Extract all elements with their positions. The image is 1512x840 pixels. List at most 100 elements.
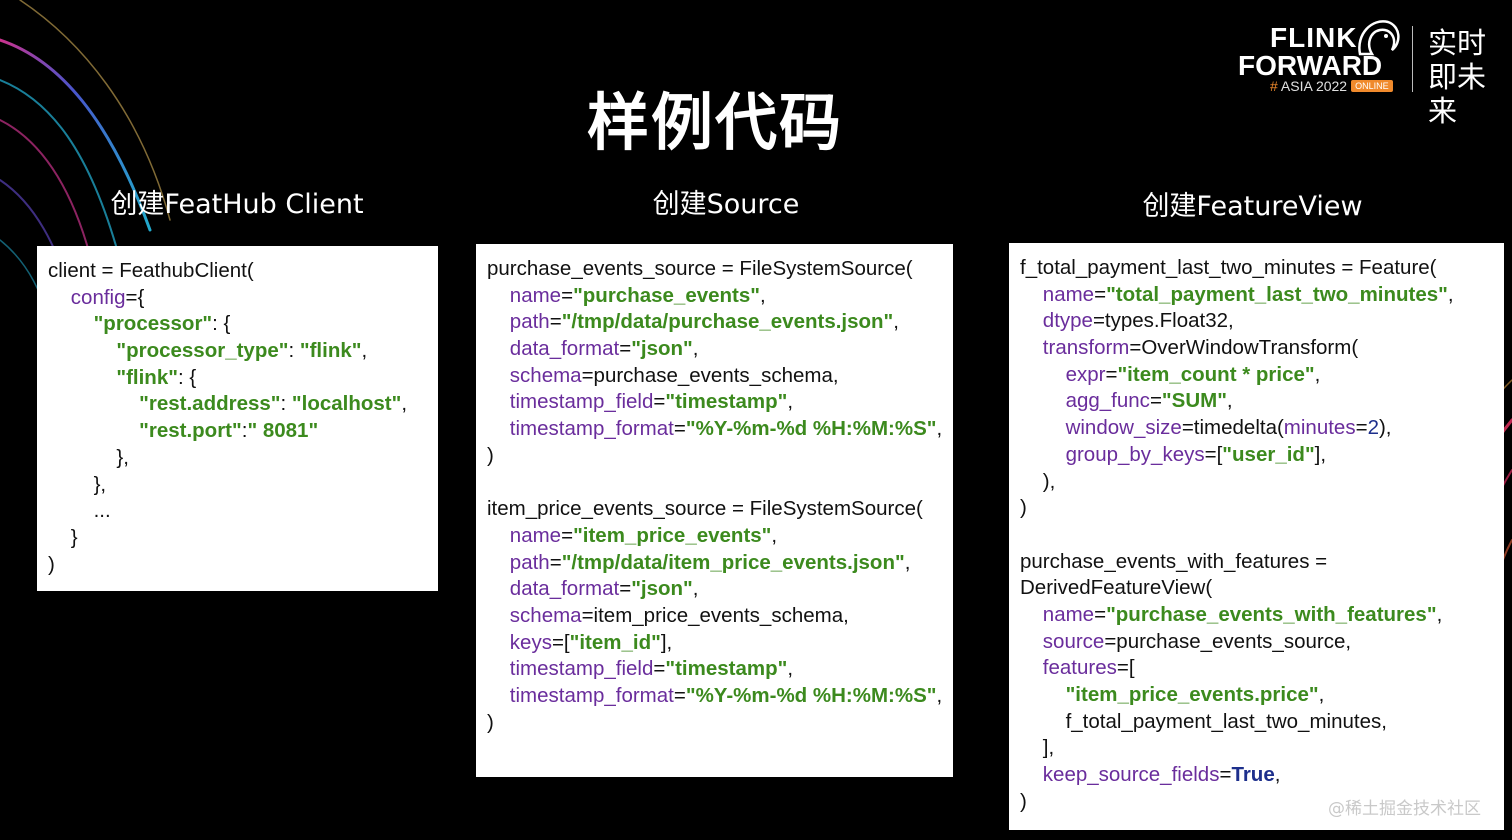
code-line: transform=OverWindowTransform( [1020, 335, 1504, 362]
code-text: , [361, 339, 368, 363]
code-text: ... [93, 499, 111, 523]
code-indent [487, 390, 510, 413]
code-text: , [787, 657, 794, 681]
code-text: : { [212, 312, 231, 336]
code-text: , [787, 390, 794, 414]
code-line: "processor_type": "flink", [48, 338, 438, 365]
code-keyword: data_format [509, 337, 620, 361]
code-indent [1020, 470, 1043, 493]
code-line: data_format="json", [487, 576, 953, 603]
code-line: schema=purchase_events_schema, [487, 363, 953, 390]
code-text: : [280, 392, 292, 416]
code-text: ) [48, 552, 55, 576]
code-keyword: expr [1065, 362, 1106, 386]
code-line: item_price_events_source = FileSystemSou… [487, 496, 953, 523]
code-blank-line [487, 470, 953, 497]
code-line: keys=["item_id"], [487, 630, 953, 657]
logo-divider [1412, 26, 1413, 92]
code-indent [487, 310, 510, 333]
code-line: expr="item_count * price", [1020, 362, 1504, 389]
code-text: , [692, 337, 699, 361]
code-line: DerivedFeatureView( [1020, 575, 1504, 602]
code-text: , [893, 310, 899, 334]
code-text: , [1447, 282, 1454, 306]
code-text: f_total_payment_last_two_minutes = Featu… [1020, 256, 1437, 279]
code-line: ) [487, 710, 953, 737]
code-line: features=[ [1020, 655, 1504, 682]
code-text: , [904, 550, 911, 574]
code-line: "rest.port":" 8081" [48, 418, 438, 445]
code-text: : [288, 339, 300, 363]
code-string: "%Y-%m-%d %H:%M:%S" [685, 417, 937, 441]
code-text: : [241, 419, 248, 443]
code-text: = [653, 390, 666, 414]
code-text: purchase_events_source = FileSystemSourc… [487, 257, 913, 280]
code-text: , [1318, 683, 1325, 706]
code-line: keep_source_fields=True, [1020, 762, 1504, 789]
code-line: path="/tmp/data/purchase_events.json", [487, 309, 953, 336]
code-indent [487, 631, 510, 654]
code-string: "/tmp/data/purchase_events.json" [561, 310, 894, 334]
code-keyword: keep_source_fields [1042, 763, 1220, 787]
code-indent [1020, 630, 1043, 653]
code-text: , [936, 417, 943, 441]
code-line: name="item_price_events", [487, 523, 953, 550]
code-line: config={ [48, 285, 438, 312]
code-text: ), [1042, 469, 1056, 493]
logo-line-flink: FLINK [1270, 22, 1358, 53]
code-indent [1020, 336, 1043, 359]
code-indent [48, 286, 71, 309]
code-line: purchase_events_with_features = [1020, 549, 1504, 576]
code-line: "item_price_events.price", [1020, 682, 1504, 709]
code-keyword: timestamp_format [509, 684, 674, 707]
code-text: = [561, 283, 574, 307]
code-keyword: schema [509, 603, 582, 627]
code-line: name="purchase_events_with_features", [1020, 602, 1504, 629]
watermark: @稀土掘金技术社区 [1328, 799, 1481, 819]
code-keyword: data_format [509, 577, 620, 601]
code-text: , [1436, 602, 1443, 626]
code-text: = [1094, 282, 1107, 306]
code-text: =OverWindowTransform( [1129, 336, 1359, 360]
code-text: =purchase_events_schema, [581, 363, 839, 387]
code-text: ) [487, 710, 494, 734]
code-string: "timestamp" [665, 657, 788, 681]
code-string: "processor_type" [116, 339, 289, 363]
code-indent [487, 337, 510, 360]
code-keyword: minutes [1283, 416, 1356, 440]
code-string: "item_id" [569, 630, 661, 654]
code-text: ], [1314, 442, 1327, 466]
code-line: }, [48, 472, 438, 499]
code-text: = [549, 550, 562, 574]
code-line: purchase_events_source = FileSystemSourc… [487, 256, 953, 283]
code-string: "purchase_events" [573, 283, 761, 307]
code-indent [487, 284, 510, 307]
code-text: =[ [1204, 442, 1223, 466]
code-text: = [619, 337, 632, 361]
code-panel-source: purchase_events_source = FileSystemSourc… [476, 244, 953, 777]
code-line: data_format="json", [487, 336, 953, 363]
logo-line-forward: FORWARD [1238, 50, 1383, 81]
code-line: timestamp_format="%Y-%m-%d %H:%M:%S", [487, 683, 953, 710]
code-text: ], [1042, 736, 1055, 760]
code-text: , [1274, 763, 1281, 787]
code-indent [487, 524, 510, 547]
code-indent [487, 551, 510, 574]
code-line: timestamp_format="%Y-%m-%d %H:%M:%S", [487, 416, 953, 443]
code-text: }, [116, 445, 129, 469]
code-line: client = FeathubClient( [48, 258, 438, 285]
code-indent [48, 526, 71, 549]
code-string: "json" [631, 337, 693, 361]
code-text: , [771, 523, 778, 547]
code-string: "item_count * price" [1117, 362, 1315, 386]
code-line: "processor": { [48, 311, 438, 338]
code-text: client = FeathubClient( [48, 259, 254, 282]
code-text: = [673, 684, 686, 707]
code-text: , [760, 283, 766, 307]
code-keyword: name [509, 283, 562, 307]
section-heading-source: 创建Source [652, 189, 800, 220]
code-keyword: name [1042, 602, 1095, 626]
code-text: }, [93, 472, 107, 496]
page-title: 样例代码 [586, 86, 843, 159]
code-indent [487, 364, 510, 387]
